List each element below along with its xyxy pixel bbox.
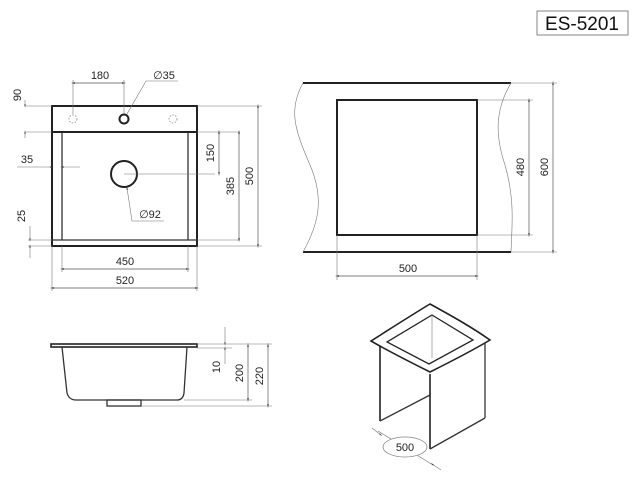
model-title-box: ES-5201	[536, 10, 629, 36]
optional-hole-right	[168, 114, 178, 124]
dim-600: 600	[539, 158, 551, 176]
model-title: ES-5201	[545, 14, 619, 35]
dim-200: 200	[234, 364, 246, 382]
dim-180: 180	[91, 70, 109, 82]
iso-view: 500	[369, 303, 492, 471]
dim-label-bubble	[382, 436, 428, 458]
optional-hole-left	[68, 114, 78, 124]
dim-500-top: 500	[244, 167, 256, 185]
dim-90: 90	[12, 89, 24, 101]
dim-35: 35	[21, 154, 33, 166]
tap-hole	[118, 113, 130, 125]
cutout-view: 480 600 500	[294, 80, 557, 280]
dim-480: 480	[515, 158, 527, 176]
dim-25: 25	[16, 210, 28, 222]
dim-500-cutout: 500	[399, 263, 417, 275]
drain-outlet	[106, 399, 142, 407]
dim-10: 10	[211, 361, 223, 373]
dim-500-cabinet: 500	[396, 442, 414, 454]
sink-outline	[51, 105, 198, 247]
dim-520: 520	[116, 275, 134, 287]
dim-220: 220	[254, 367, 266, 385]
side-view: 10 200 220	[50, 327, 272, 409]
cutout-outline	[336, 99, 478, 236]
dim-drain: ∅92	[139, 209, 161, 221]
dim-150: 150	[205, 144, 217, 162]
dim-385: 385	[225, 177, 237, 195]
dim-tap-hole: ∅35	[153, 70, 175, 82]
top-view: 180 ∅35 90 35 150 385 500 25 ∅92	[12, 70, 262, 291]
dim-450: 450	[116, 256, 134, 268]
